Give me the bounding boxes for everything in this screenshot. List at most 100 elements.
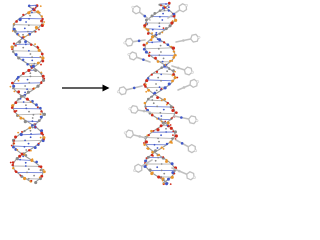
atom [172, 134, 174, 137]
atom [160, 169, 163, 172]
base-pair [13, 82, 42, 84]
base-pair [145, 79, 174, 82]
atom [22, 155, 25, 158]
atom [31, 126, 34, 129]
atom [144, 50, 148, 54]
atom [165, 142, 169, 146]
atom [33, 69, 35, 71]
hydrogen-atom [133, 169, 136, 172]
hydrogen-atom [191, 70, 194, 74]
hydrogen-atom [197, 35, 201, 39]
atom [43, 138, 45, 141]
atom [11, 48, 13, 51]
atom [14, 101, 18, 105]
atom [146, 28, 150, 32]
aromatic-ring [183, 66, 193, 76]
atom [21, 130, 23, 133]
atom [38, 28, 40, 31]
atom [167, 1, 171, 5]
atom [165, 131, 168, 133]
atom [144, 140, 148, 144]
base-pair [147, 41, 165, 43]
atom [166, 101, 169, 105]
atom [169, 126, 173, 130]
atom [156, 153, 159, 156]
atom [36, 10, 40, 14]
atom [36, 61, 40, 65]
atom [13, 90, 16, 93]
atom [14, 170, 17, 172]
atom [147, 133, 150, 137]
atom [174, 18, 178, 22]
atom [17, 56, 21, 60]
hydrogen-atom [123, 131, 127, 135]
atom [42, 78, 46, 82]
hydrogen-atom [128, 107, 132, 111]
atom [27, 168, 30, 171]
atom [36, 106, 39, 109]
atom [31, 56, 33, 59]
atom [145, 83, 147, 86]
atom [39, 55, 42, 58]
hydrogen-atom [131, 5, 135, 9]
atom [153, 35, 156, 37]
atom [156, 147, 159, 149]
atom [160, 118, 163, 121]
base-pair [149, 112, 175, 115]
base-pair [15, 159, 31, 161]
atom [158, 38, 162, 42]
atom [159, 111, 162, 114]
atom [17, 79, 20, 82]
atom [167, 177, 170, 181]
atom [29, 53, 32, 55]
atom [171, 142, 173, 144]
atom [16, 148, 19, 151]
atom [41, 59, 45, 63]
atom [24, 85, 27, 87]
atom [29, 101, 32, 104]
atom [15, 157, 19, 161]
atom [144, 85, 147, 88]
atom [11, 81, 14, 85]
aromatic-ring [189, 33, 200, 43]
atom [180, 116, 183, 119]
atom [43, 77, 46, 80]
atom [42, 23, 45, 26]
atom [29, 10, 31, 13]
atom [168, 24, 172, 28]
atom [29, 72, 32, 75]
atom [162, 182, 165, 185]
atom [39, 106, 42, 110]
atom [150, 73, 153, 76]
atom [146, 155, 150, 159]
atom [162, 108, 165, 111]
atom [172, 130, 175, 133]
atom [161, 19, 164, 21]
atom [27, 98, 29, 101]
atom [27, 68, 31, 73]
atom [173, 172, 176, 175]
base-pair [151, 72, 175, 75]
atom [173, 54, 176, 57]
atom [19, 174, 22, 177]
atom [23, 27, 26, 30]
atom [39, 165, 43, 169]
atom [158, 9, 162, 12]
atom [39, 113, 42, 116]
atom [24, 91, 27, 94]
atom [26, 78, 29, 81]
atom [173, 130, 177, 134]
atom [18, 40, 22, 44]
atom [152, 102, 155, 105]
atom [163, 9, 166, 12]
atom [159, 15, 161, 18]
atom [23, 129, 26, 133]
atom [166, 182, 169, 185]
ligand-molecules [116, 3, 201, 181]
aromatic-ring [189, 78, 198, 89]
atom [172, 50, 175, 53]
atom [26, 90, 30, 94]
atom [41, 17, 44, 21]
atom [174, 70, 176, 73]
atom [156, 60, 160, 63]
